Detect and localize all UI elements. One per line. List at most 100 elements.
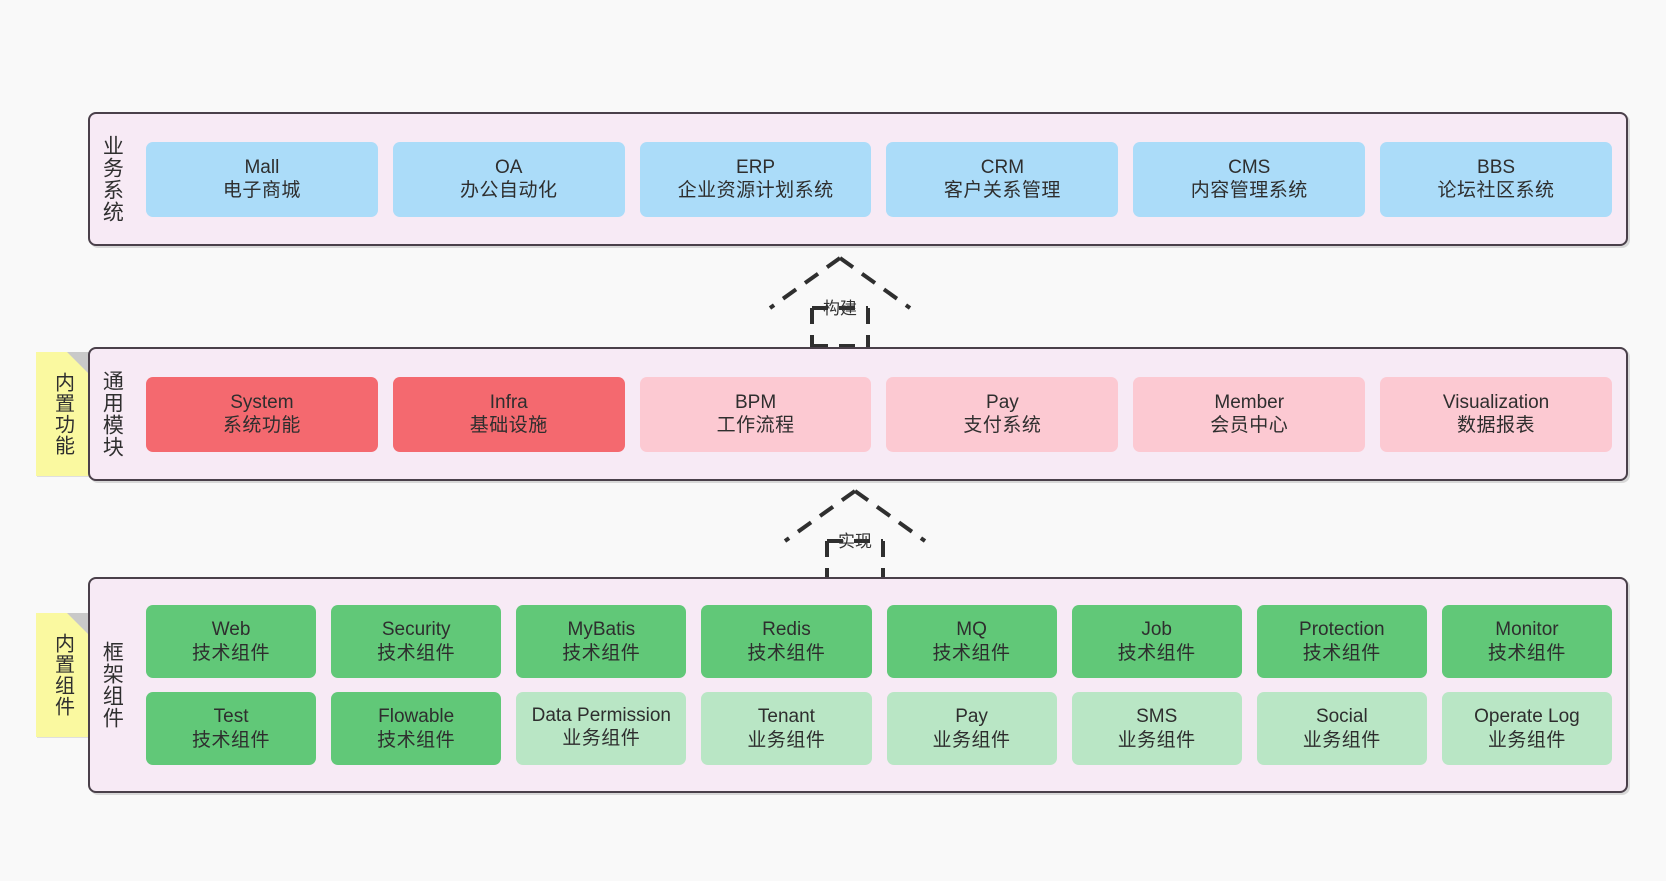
- node-system-en: System: [230, 391, 294, 413]
- node-tenant[interactable]: Tenant 业务组件: [701, 692, 872, 765]
- node-erp-en: ERP: [736, 156, 776, 178]
- node-bbs-cn: 论坛社区系统: [1437, 180, 1555, 201]
- node-bbs-en: BBS: [1477, 156, 1516, 178]
- node-mall-en: Mall: [244, 156, 280, 178]
- node-monitor[interactable]: Monitor 技术组件: [1441, 605, 1612, 678]
- node-data-permission-en: Data Permission: [531, 705, 671, 727]
- layer-framework-components-row-2: Test 技术组件 Flowable 技术组件 Data Permission …: [146, 692, 1612, 765]
- layer-common-modules-title: 通用模块: [100, 370, 124, 458]
- node-pay-component-cn: 业务组件: [932, 729, 1011, 751]
- layer-common-modules-row: System 系统功能 Infra 基础设施 BPM 工作流程 Pay 支付系统…: [146, 376, 1612, 452]
- node-system[interactable]: System 系统功能: [146, 376, 378, 452]
- node-crm-cn: 客户关系管理: [943, 180, 1061, 201]
- layer-framework-components-body: Web 技术组件 Security 技术组件 MyBatis 技术组件 Redi…: [132, 579, 1626, 791]
- node-system-cn: 系统功能: [222, 415, 301, 436]
- node-erp[interactable]: ERP 企业资源计划系统: [639, 141, 872, 217]
- node-mq-en: MQ: [956, 619, 987, 641]
- node-tenant-cn: 业务组件: [747, 729, 826, 751]
- dashed-hollow-arrow-icon: [768, 256, 912, 348]
- node-mq-cn: 技术组件: [932, 642, 1011, 664]
- node-redis-cn: 技术组件: [747, 642, 826, 664]
- node-protection-en: Protection: [1299, 619, 1385, 641]
- node-mall[interactable]: Mall 电子商城: [146, 141, 378, 217]
- node-infra-cn: 基础设施: [469, 415, 548, 436]
- node-monitor-cn: 技术组件: [1487, 642, 1566, 664]
- relation-implement: 实现: [775, 489, 935, 581]
- node-redis[interactable]: Redis 技术组件: [701, 605, 872, 678]
- node-pay-module[interactable]: Pay 支付系统: [886, 376, 1119, 452]
- node-member-en: Member: [1214, 391, 1285, 413]
- sticky-note-built-in-functions: 内置功能: [36, 352, 89, 476]
- node-mybatis[interactable]: MyBatis 技术组件: [516, 605, 687, 678]
- layer-common-modules-body: System 系统功能 Infra 基础设施 BPM 工作流程 Pay 支付系统…: [132, 349, 1626, 479]
- node-visualization[interactable]: Visualization 数据报表: [1380, 376, 1612, 452]
- node-social-cn: 业务组件: [1302, 729, 1381, 751]
- sticky-note-built-in-functions-label: 内置功能: [51, 372, 74, 456]
- node-flowable-cn: 技术组件: [377, 729, 456, 751]
- node-flowable[interactable]: Flowable 技术组件: [331, 692, 502, 765]
- node-data-permission[interactable]: Data Permission 业务组件: [516, 692, 687, 765]
- node-oa-cn: 办公自动化: [459, 180, 558, 201]
- relation-build: 构建: [760, 256, 920, 348]
- node-operate-log-cn: 业务组件: [1487, 729, 1566, 751]
- node-pay-component[interactable]: Pay 业务组件: [886, 692, 1057, 765]
- node-sms[interactable]: SMS 业务组件: [1071, 692, 1242, 765]
- node-test-cn: 技术组件: [192, 729, 271, 751]
- relation-implement-label: 实现: [838, 532, 872, 551]
- relation-build-label: 构建: [823, 299, 857, 318]
- node-web[interactable]: Web 技术组件: [146, 605, 317, 678]
- node-pay-module-cn: 支付系统: [963, 415, 1042, 436]
- node-oa[interactable]: OA 办公自动化: [392, 141, 625, 217]
- node-security[interactable]: Security 技术组件: [331, 605, 502, 678]
- node-social-en: Social: [1315, 706, 1368, 728]
- node-cms-en: CMS: [1228, 156, 1271, 178]
- node-web-en: Web: [211, 619, 251, 641]
- layer-framework-components: 框架组件 Web 技术组件 Security 技术组件 MyBatis 技术组件…: [88, 577, 1628, 793]
- node-test[interactable]: Test 技术组件: [146, 692, 317, 765]
- node-mybatis-en: MyBatis: [567, 619, 636, 641]
- node-bbs[interactable]: BBS 论坛社区系统: [1380, 141, 1612, 217]
- node-tenant-en: Tenant: [757, 706, 815, 728]
- node-bpm[interactable]: BPM 工作流程: [639, 376, 872, 452]
- node-infra-en: Infra: [489, 391, 528, 413]
- node-operate-log[interactable]: Operate Log 业务组件: [1441, 692, 1612, 765]
- node-bpm-en: BPM: [734, 391, 777, 413]
- node-pay-component-en: Pay: [955, 706, 988, 728]
- layer-business-systems-row: Mall 电子商城 OA 办公自动化 ERP 企业资源计划系统 CRM 客户关系…: [146, 141, 1612, 217]
- node-member[interactable]: Member 会员中心: [1133, 376, 1366, 452]
- node-erp-cn: 企业资源计划系统: [677, 180, 834, 201]
- node-protection-cn: 技术组件: [1302, 642, 1381, 664]
- node-security-en: Security: [381, 619, 451, 641]
- node-flowable-en: Flowable: [378, 706, 455, 728]
- sticky-note-built-in-components-label: 内置组件: [51, 633, 74, 717]
- node-test-en: Test: [213, 706, 249, 728]
- dashed-hollow-arrow-icon: [783, 489, 927, 581]
- sticky-note-built-in-components: 内置组件: [36, 613, 89, 737]
- node-protection[interactable]: Protection 技术组件: [1256, 605, 1427, 678]
- node-job-cn: 技术组件: [1117, 642, 1196, 664]
- node-operate-log-en: Operate Log: [1474, 706, 1580, 728]
- layer-common-modules: 通用模块 System 系统功能 Infra 基础设施 BPM 工作流程 Pay…: [88, 347, 1628, 481]
- node-crm[interactable]: CRM 客户关系管理: [886, 141, 1119, 217]
- node-mq[interactable]: MQ 技术组件: [886, 605, 1057, 678]
- node-crm-en: CRM: [980, 156, 1025, 178]
- layer-business-systems-title: 业务系统: [100, 135, 124, 223]
- node-visualization-en: Visualization: [1442, 391, 1550, 413]
- layer-business-systems-body: Mall 电子商城 OA 办公自动化 ERP 企业资源计划系统 CRM 客户关系…: [132, 114, 1626, 244]
- layer-framework-components-row-1: Web 技术组件 Security 技术组件 MyBatis 技术组件 Redi…: [146, 605, 1612, 678]
- node-visualization-cn: 数据报表: [1457, 415, 1536, 436]
- node-member-cn: 会员中心: [1210, 415, 1289, 436]
- node-social[interactable]: Social 业务组件: [1256, 692, 1427, 765]
- node-infra[interactable]: Infra 基础设施: [392, 376, 625, 452]
- node-job[interactable]: Job 技术组件: [1071, 605, 1242, 678]
- node-security-cn: 技术组件: [377, 642, 456, 664]
- node-oa-en: OA: [495, 156, 523, 178]
- node-sms-en: SMS: [1136, 706, 1178, 728]
- node-bpm-cn: 工作流程: [716, 415, 795, 436]
- node-mybatis-cn: 技术组件: [562, 642, 641, 664]
- node-web-cn: 技术组件: [192, 642, 271, 664]
- node-redis-en: Redis: [762, 619, 811, 641]
- layer-framework-components-title: 框架组件: [100, 641, 124, 729]
- node-cms[interactable]: CMS 内容管理系统: [1133, 141, 1366, 217]
- node-sms-cn: 业务组件: [1117, 729, 1196, 751]
